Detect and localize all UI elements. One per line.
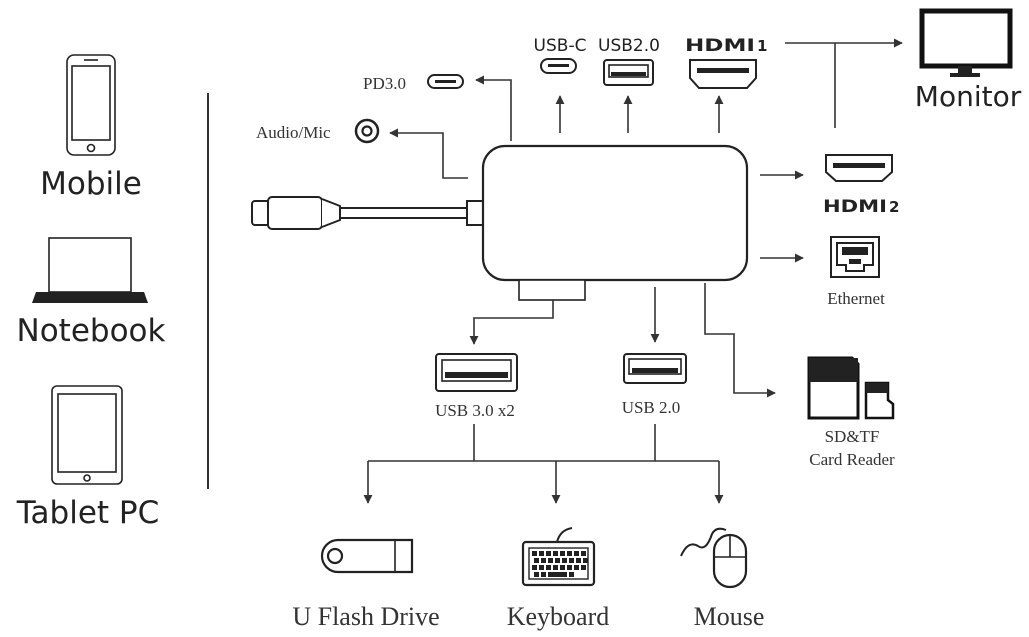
keyboard-key [539, 565, 544, 570]
keyboard-key [560, 551, 565, 556]
keyboard-key [567, 565, 572, 570]
keyboard-key [546, 565, 551, 570]
keyboard-key [555, 572, 560, 577]
ethernet-label: Ethernet [827, 289, 885, 308]
monitor-label: Monitor [915, 80, 1022, 113]
usb-a-port-icon [435, 353, 518, 392]
keyboard-key [583, 558, 588, 563]
mouse-label: Mouse [694, 602, 765, 631]
keyboard-key [569, 558, 574, 563]
keyboard-key [581, 551, 586, 556]
keyboard-key [574, 565, 579, 570]
keyboard-key [553, 565, 558, 570]
hdmi-port-icon [689, 59, 757, 89]
keyboard-key [539, 551, 544, 556]
usb-a-port-icon [603, 59, 654, 86]
hdmi-port-icon [825, 154, 893, 182]
tablet-label: Tablet PC [16, 495, 160, 531]
hub-body [481, 144, 749, 282]
keyboard-key [560, 565, 565, 570]
keyboard-label: Keyboard [507, 602, 610, 631]
mobile-label: Mobile [40, 166, 142, 202]
usb-c-cable [251, 196, 484, 230]
keyboard-key [534, 558, 539, 563]
keyboard-key [534, 572, 539, 577]
keyboard-key [574, 551, 579, 556]
keyboard-icon [521, 527, 596, 587]
usbc-label: USB-C [534, 36, 587, 56]
usb-c-port-icon [540, 58, 577, 74]
usb2-top-label: USB2.0 [598, 36, 660, 56]
ethernet-port-icon [830, 236, 880, 278]
pd-label: PD3.0 [363, 74, 406, 93]
laptop-icon [32, 237, 148, 303]
notebook-label: Notebook [17, 313, 166, 349]
keyboard-key [569, 572, 574, 577]
usb3-connector [518, 279, 586, 301]
mobile-phone-icon [66, 54, 116, 156]
usb-c-port-icon [427, 74, 464, 89]
hdmi1-logo: HDMI [685, 36, 755, 56]
audio-arrow [389, 128, 468, 179]
card-reader-label-2: Card Reader [809, 450, 895, 469]
sd-card-icon [807, 356, 860, 420]
usb3-arrow [469, 300, 554, 345]
hdmi1-number: 1 [757, 37, 767, 55]
tf-card-icon [864, 381, 895, 420]
keyboard-key [553, 551, 558, 556]
audio-label: Audio/Mic [256, 123, 331, 142]
usb2-bottom-label: USB 2.0 [622, 398, 681, 417]
keyboard-key [555, 558, 560, 563]
keyboard-key [562, 558, 567, 563]
keyboard-key [576, 558, 581, 563]
hdmi2-logo: HDMI [823, 197, 887, 217]
hdmi2-number: 2 [889, 198, 899, 216]
keyboard-key [546, 551, 551, 556]
keyboard-key [532, 551, 537, 556]
keyboard-key [567, 551, 572, 556]
keyboard-key [562, 572, 567, 577]
audio-jack-icon [354, 118, 380, 144]
keyboard-key [541, 572, 546, 577]
usb3-label: USB 3.0 x2 [435, 401, 515, 420]
keyboard-key [532, 565, 537, 570]
card-reader-arrow [704, 283, 776, 398]
mouse-icon [680, 527, 748, 589]
usb-a-port-icon [623, 353, 687, 384]
pd-arrow [475, 75, 512, 141]
keyboard-key [548, 558, 553, 563]
monitor-icon [919, 8, 1013, 77]
flash-label: U Flash Drive [292, 602, 439, 631]
keyboard-key [581, 565, 586, 570]
keyboard-key [541, 558, 546, 563]
card-reader-label-1: SD&TF [825, 427, 880, 446]
flash-drive-icon [320, 538, 414, 574]
tablet-icon [51, 385, 123, 485]
